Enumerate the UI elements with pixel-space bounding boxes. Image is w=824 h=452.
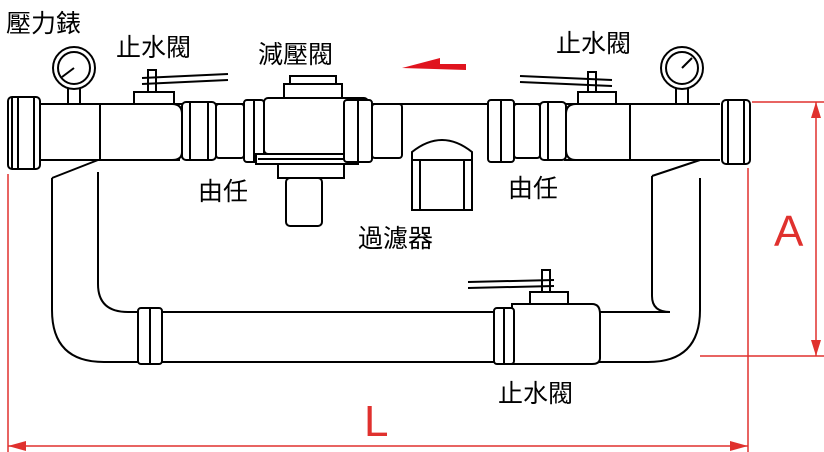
- label-stop-valve-right: 止水閥: [556, 29, 632, 58]
- right-stop-valve: [519, 71, 631, 161]
- bypass-pipe-inner: [97, 172, 671, 313]
- flow-arrow-icon: [402, 58, 466, 70]
- label-union-left: 由任: [198, 177, 249, 206]
- right-union: [487, 99, 567, 163]
- dimension-l: [7, 168, 749, 452]
- left-stop-valve: [99, 69, 229, 161]
- label-reducing-valve: 減壓閥: [258, 40, 334, 69]
- label-stop-valve-left: 止水閥: [116, 33, 192, 62]
- bypass-union-right: [493, 307, 515, 365]
- filter: [411, 139, 473, 211]
- right-end-fitting: [721, 99, 751, 165]
- bypass-union-left: [137, 307, 163, 365]
- label-pressure-gauge: 壓力錶: [6, 9, 82, 38]
- bottom-stop-valve: [467, 269, 601, 365]
- dimension-a: [700, 101, 824, 357]
- label-union-right: 由任: [508, 174, 559, 203]
- label-stop-valve-bottom: 止水閥: [498, 379, 574, 408]
- bypass-pipe-outer: [51, 178, 701, 363]
- right-pressure-gauge: [660, 46, 704, 105]
- label-filter: 過濾器: [358, 224, 434, 253]
- dimension-a-label: A: [774, 207, 804, 256]
- pressure-reducing-valve: [255, 75, 369, 227]
- left-union: [181, 99, 265, 163]
- reducing-valve-right-union: [343, 99, 403, 163]
- left-end-fitting: [7, 96, 41, 170]
- left-pressure-gauge: [52, 46, 96, 105]
- dimension-l-label: L: [364, 397, 389, 446]
